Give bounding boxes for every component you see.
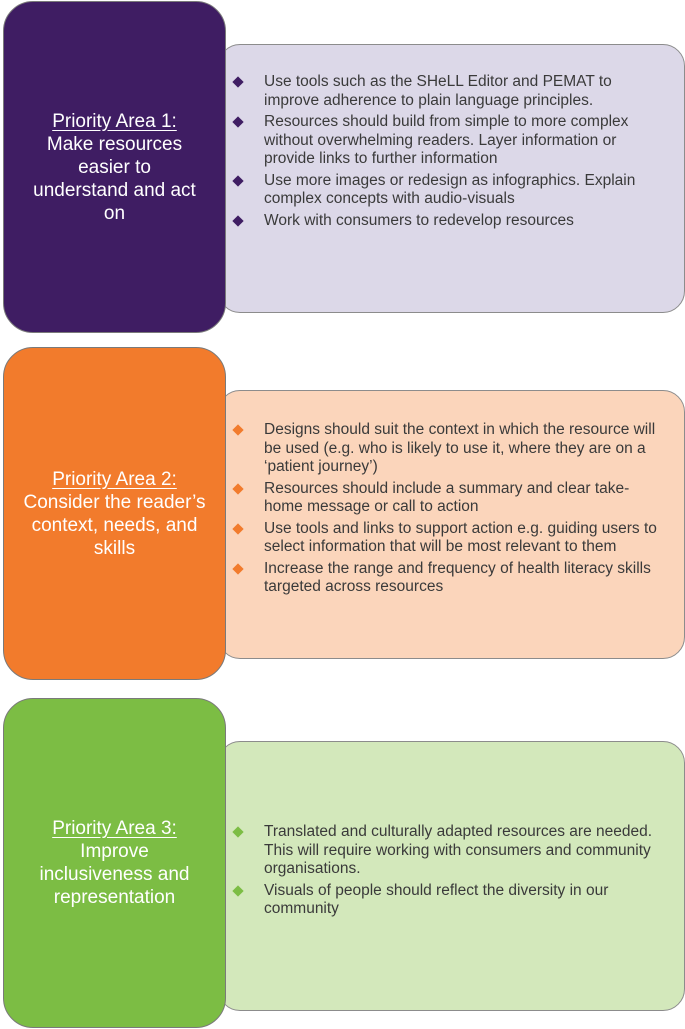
priority-area-3-panel: [218, 741, 685, 1011]
priority-area-1: Priority Area 1: Make resources easier t…: [0, 0, 685, 340]
diamond-bullet-icon: [232, 214, 244, 227]
priority-area-2-list: Designs should suit the context in which…: [232, 421, 657, 600]
diamond-bullet-icon: [232, 174, 244, 187]
priority-area-1-list: Use tools such as the SHeLL Editor and P…: [232, 73, 657, 233]
priority-area-3-tab: Priority Area 3: Improve inclusiveness a…: [3, 698, 226, 1028]
list-item: Resources should build from simple to mo…: [232, 113, 657, 169]
list-item: Resources should include a summary and c…: [232, 480, 657, 517]
priority-area-1-panel: [218, 44, 685, 313]
priority-area-2-panel: [218, 390, 685, 659]
priority-area-2: Priority Area 2: Consider the reader’s c…: [0, 345, 685, 685]
list-item: Work with consumers to redevelop resourc…: [232, 212, 657, 231]
diamond-bullet-icon: [232, 482, 244, 495]
list-item: Use tools such as the SHeLL Editor and P…: [232, 73, 657, 110]
priority-area-2-heading: Priority Area 2:: [52, 468, 177, 490]
list-item: Increase the range and frequency of heal…: [232, 560, 657, 597]
list-item: Use tools and links to support action e.…: [232, 520, 657, 557]
priority-area-1-title: Make resources easier to understand and …: [33, 133, 196, 224]
diamond-bullet-icon: [232, 116, 244, 128]
priority-area-3-list: Translated and culturally adapted resour…: [232, 823, 657, 922]
priority-area-3-title: Improve inclusiveness and representation: [39, 841, 190, 908]
diamond-bullet-icon: [232, 76, 244, 88]
diamond-bullet-icon: [232, 884, 244, 897]
list-item: Use more images or redesign as infograph…: [232, 172, 657, 209]
priority-area-2-tab: Priority Area 2: Consider the reader’s c…: [3, 347, 226, 680]
diamond-bullet-icon: [232, 562, 244, 575]
list-item: Designs should suit the context in which…: [232, 421, 657, 477]
diamond-bullet-icon: [232, 424, 244, 436]
diamond-bullet-icon: [232, 826, 244, 838]
priority-area-1-tab: Priority Area 1: Make resources easier t…: [3, 1, 226, 333]
list-item: Translated and culturally adapted resour…: [232, 823, 657, 879]
diamond-bullet-icon: [232, 522, 244, 535]
priority-area-3: Priority Area 3: Improve inclusiveness a…: [0, 697, 685, 1029]
priority-area-1-heading: Priority Area 1:: [52, 110, 177, 132]
priority-area-2-title: Consider the reader’s context, needs, an…: [23, 491, 206, 559]
list-item: Visuals of people should reflect the div…: [232, 882, 657, 919]
priority-area-3-heading: Priority Area 3:: [52, 818, 177, 839]
